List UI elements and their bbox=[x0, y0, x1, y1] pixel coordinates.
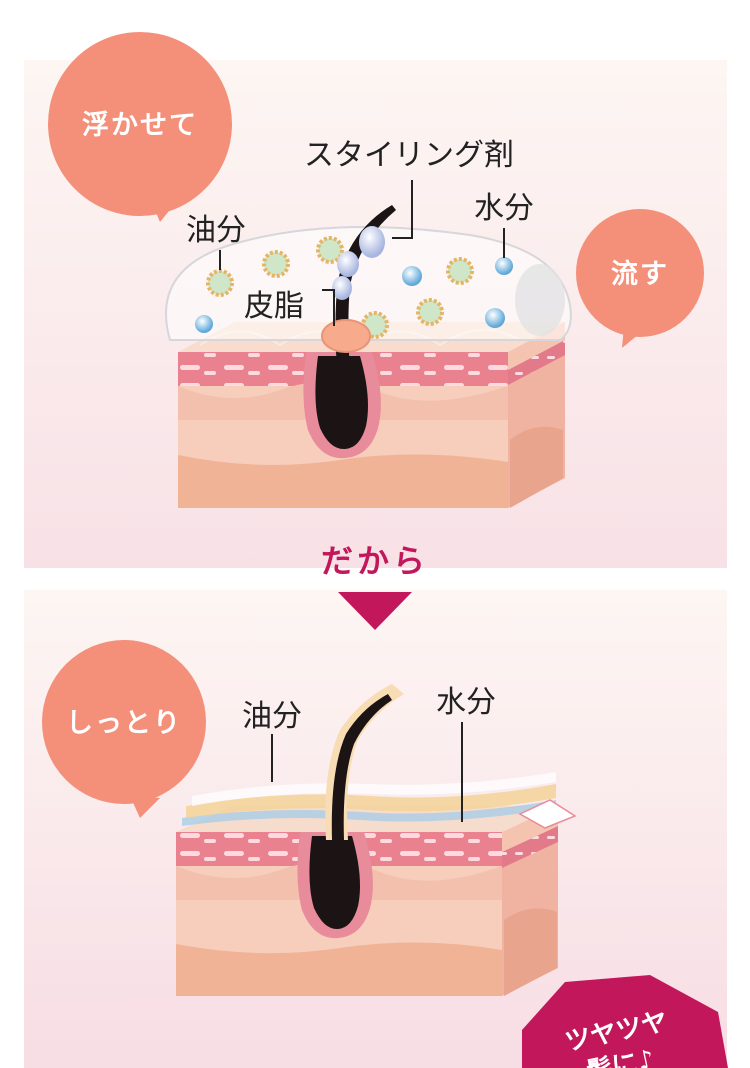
top-dome-highlight bbox=[515, 264, 565, 336]
label-water-top: 水分 bbox=[474, 191, 534, 226]
label-sebum: 皮脂 bbox=[244, 289, 304, 324]
top-leader-lines bbox=[219, 180, 505, 326]
top-sebum bbox=[321, 319, 371, 353]
bottom-hair-coating bbox=[325, 684, 404, 840]
connector-text: だから bbox=[321, 542, 429, 580]
bubble-float: 浮かせて bbox=[48, 32, 232, 222]
bottom-leader-lines bbox=[271, 722, 463, 822]
label-oil-bottom: 油分 bbox=[242, 699, 302, 734]
down-arrow-icon bbox=[338, 592, 412, 630]
label-styling-agent: スタイリング剤 bbox=[304, 138, 514, 173]
label-water-bottom: 水分 bbox=[436, 685, 496, 720]
bubble-rinse: 流す bbox=[576, 209, 704, 348]
bubble-moist-text: しっとり bbox=[66, 708, 182, 739]
bubble-float-text: 浮かせて bbox=[82, 110, 198, 141]
top-styling-agent bbox=[332, 226, 385, 300]
top-hair-follicle bbox=[303, 352, 381, 459]
bottom-hair-follicle bbox=[297, 832, 373, 939]
bubble-rinse-text: 流す bbox=[611, 259, 669, 290]
top-water-droplets bbox=[195, 257, 513, 333]
bottom-hair-shaft bbox=[331, 694, 392, 840]
label-oil-top: 油分 bbox=[186, 213, 246, 248]
shiny-hair-badge: ツヤツヤ 髪に♪ bbox=[522, 975, 728, 1068]
bubble-moist: しっとり bbox=[42, 640, 206, 818]
bottom-moisture-layers bbox=[176, 772, 577, 832]
top-oil-droplets bbox=[206, 236, 474, 339]
